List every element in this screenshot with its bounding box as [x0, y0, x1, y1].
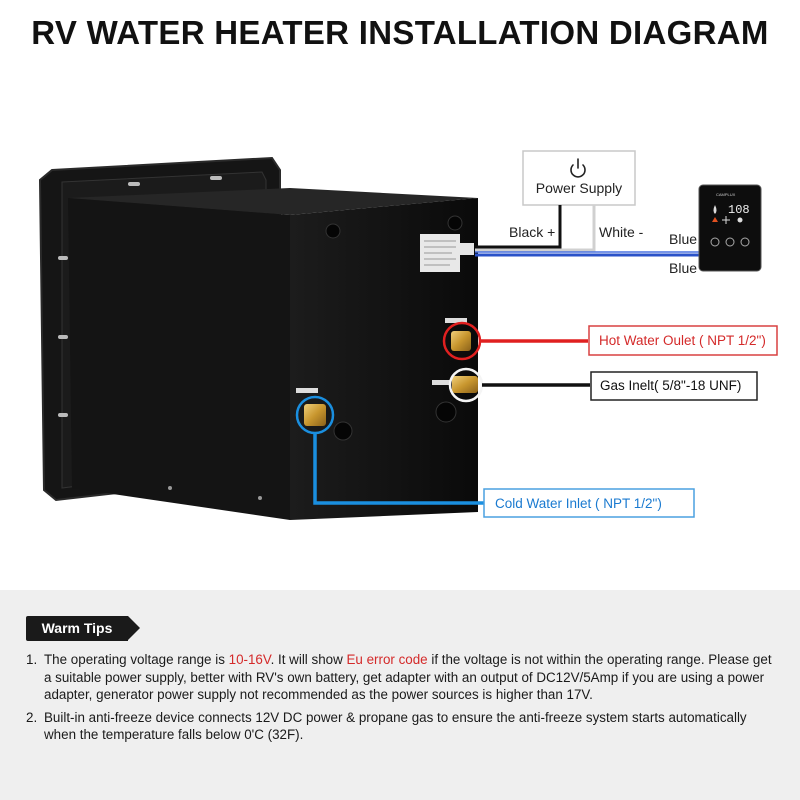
blue-wire-label-upper: Blue	[669, 231, 697, 247]
warm-tips-list: 1. The operating voltage range is 10-16V…	[26, 651, 778, 749]
control-button-plus	[740, 237, 750, 247]
tip-highlight-voltage: 10-16V	[228, 652, 271, 667]
mount-hole	[325, 223, 341, 239]
control-panel: CAMPLUX 108	[698, 184, 762, 272]
tip-number: 2.	[26, 709, 38, 725]
cold-inlet-fitting	[304, 404, 326, 426]
controller-display: 108	[728, 203, 750, 217]
power-connector	[460, 243, 474, 255]
water-heater-unit	[38, 156, 478, 520]
drain-hole	[333, 421, 353, 441]
power-supply-box: Power Supply	[522, 150, 636, 206]
power-wires	[475, 205, 700, 257]
cold-water-label: Cold Water Inlet ( NPT 1/2")	[495, 496, 662, 511]
black-wire	[475, 205, 562, 249]
white-wire	[475, 205, 596, 252]
tip-item: 1. The operating voltage range is 10-16V…	[26, 651, 778, 704]
controller-brand: CAMPLUX	[716, 192, 736, 197]
white-wire-label: White -	[599, 224, 644, 240]
tip-text: Built-in anti-freeze device connects 12V…	[44, 709, 747, 743]
hot-water-callout: Hot Water Oulet ( NPT 1/2")	[442, 321, 778, 361]
warm-tips-badge: Warm Tips	[26, 616, 140, 641]
gas-inlet-tag	[432, 380, 450, 385]
mount-hole	[447, 215, 463, 231]
page-title: RV WATER HEATER INSTALLATION DIAGRAM	[31, 14, 769, 51]
control-button-power	[710, 237, 720, 247]
heater-side	[68, 198, 290, 520]
black-wire-label: Black +	[509, 224, 555, 240]
cold-water-line	[313, 433, 484, 505]
gas-inlet-label: Gas Inelt( 5/8"-18 UNF)	[600, 378, 741, 393]
cold-water-callout: Cold Water Inlet ( NPT 1/2")	[295, 395, 695, 518]
control-button-minus	[725, 237, 735, 247]
tip-text: . It will show	[270, 652, 347, 667]
heater-top	[68, 188, 478, 215]
heater-front	[290, 198, 478, 520]
flame-icon	[713, 205, 717, 214]
hot-outlet-tag	[445, 318, 467, 323]
tip-item: 2. Built-in anti-freeze device connects …	[26, 709, 778, 744]
tip-text: The operating voltage range is	[44, 652, 229, 667]
hot-water-label-box	[588, 325, 778, 356]
gas-port-hole	[435, 401, 457, 423]
shower-icon	[712, 217, 718, 222]
gas-inlet-callout: Gas Inelt( 5/8"-18 UNF)	[448, 367, 758, 403]
cold-water-label-box	[483, 488, 695, 518]
hot-outlet-fitting	[451, 331, 471, 351]
tip-text: if the voltage is not within the operati…	[44, 652, 772, 702]
hot-water-label: Hot Water Oulet ( NPT 1/2")	[599, 333, 766, 348]
gas-inlet-label-box	[590, 371, 758, 401]
tip-number: 1.	[26, 652, 38, 667]
sun-icon	[737, 217, 743, 223]
installation-diagram: Power Supply Black + White - Blue Blue C…	[38, 150, 778, 520]
power-icon	[570, 158, 586, 178]
power-supply-label: Power Supply	[536, 180, 622, 196]
tip-highlight-error: Eu error code	[346, 652, 428, 667]
blue-wire-label-lower: Blue	[669, 260, 697, 276]
cold-inlet-tag	[296, 388, 318, 393]
snowflake-icon	[722, 216, 730, 224]
gas-inlet-fitting	[452, 376, 478, 393]
